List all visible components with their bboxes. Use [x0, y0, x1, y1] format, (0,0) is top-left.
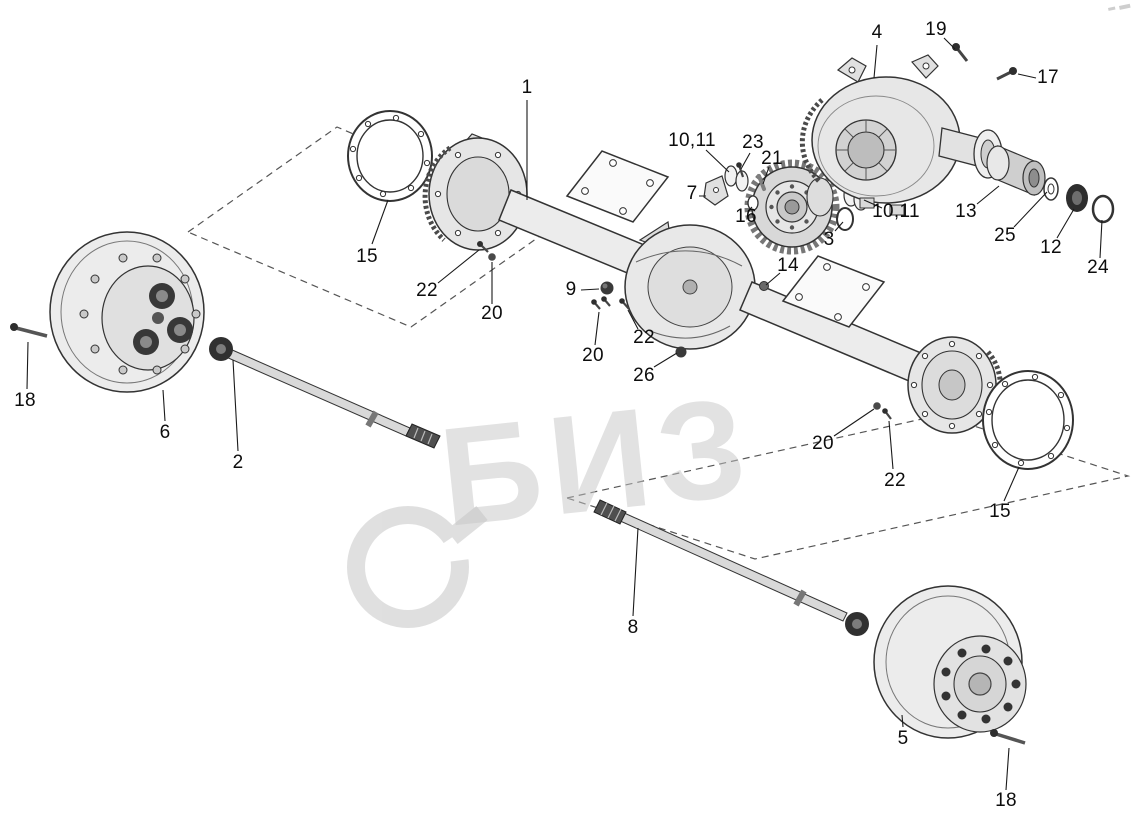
hub-studs-left: [79, 253, 201, 375]
callout-25: 25: [994, 225, 1016, 246]
bolt-18-right: [990, 729, 1026, 745]
nut-20-c: [873, 402, 881, 410]
callout-1: 1: [521, 77, 533, 98]
housing-end-flange: [907, 336, 1003, 434]
bolt-22-b: [619, 298, 630, 310]
callout-22-a: 22: [416, 280, 438, 301]
spring-plate-front: [565, 150, 670, 223]
seal-ring-3: [836, 207, 854, 231]
callout-16: 16: [735, 206, 757, 227]
bolt-17: [996, 67, 1017, 81]
washer-25: [1043, 177, 1059, 201]
snap-ring-24: [1091, 194, 1115, 224]
callout-19: 19: [925, 19, 947, 40]
callout-15-upper: 15: [356, 246, 378, 267]
bolts-20-b: [591, 296, 611, 310]
nut-20-a: [488, 253, 496, 261]
callout-13: 13: [955, 201, 977, 222]
callout-7: 7: [686, 183, 698, 204]
wheel-hub-left: [49, 231, 205, 393]
callout-9: 9: [565, 279, 577, 300]
callout-21: 21: [761, 148, 783, 169]
bearing-bracket-7: [703, 175, 729, 206]
pinion-bearings-left: [724, 165, 749, 192]
callout-18-right: 18: [995, 790, 1017, 811]
callout-4: 4: [871, 22, 883, 43]
callout-20-a: 20: [481, 303, 503, 324]
pin-21: [757, 174, 766, 191]
callout-18-left: 18: [14, 390, 36, 411]
bolt-19: [952, 43, 969, 62]
callout-8: 8: [627, 617, 639, 638]
callout-2: 2: [232, 452, 244, 473]
axle-housing: [422, 133, 1003, 434]
corner-mark: [1108, 3, 1131, 11]
callout-26: 26: [633, 365, 655, 386]
bolt-22-a: [477, 241, 489, 253]
callout-22-c: 22: [884, 470, 906, 491]
washer-16: [747, 195, 759, 211]
gasket-15-right: [982, 370, 1074, 470]
callout-5: 5: [897, 728, 909, 749]
callout-20-c: 20: [812, 433, 834, 454]
axle-shaft-2: [209, 337, 441, 449]
wheel-hub-right: [873, 585, 1027, 739]
hub-studs-right: [941, 644, 1021, 724]
housing-boss-14: [759, 281, 769, 291]
callout-24: 24: [1087, 257, 1109, 278]
callout-17: 17: [1037, 67, 1059, 88]
callout-12: 12: [1040, 237, 1062, 258]
ring-gear: [744, 159, 840, 255]
watermark-logo: [347, 505, 488, 628]
callout-10-11-right: 10,11: [872, 201, 920, 222]
bolt-23: [736, 162, 745, 178]
gasket-15-upper: [347, 110, 433, 202]
spacer-13: [986, 145, 1046, 196]
axle-shaft-8: [593, 499, 869, 636]
callout-23: 23: [742, 132, 764, 153]
callout-14: 14: [777, 255, 799, 276]
dashed-plane-lower: [564, 414, 1131, 560]
leader-lines: [26, 37, 1103, 791]
spring-plate-rear: [781, 255, 886, 328]
callout-15-right: 15: [989, 501, 1011, 522]
callout-3: 3: [823, 229, 835, 250]
hub-planet-gears-left: [133, 283, 193, 355]
bolt-18-left: [10, 323, 48, 338]
callout-6: 6: [159, 422, 171, 443]
bolt-22-c: [882, 408, 892, 420]
nut-12: [1066, 184, 1088, 212]
nut-9: [600, 281, 614, 295]
callout-10-11-left: 10,11: [668, 130, 716, 151]
callout-20-b: 20: [582, 345, 604, 366]
callout-22-b: 22: [633, 327, 655, 348]
nut-26: [675, 346, 687, 358]
